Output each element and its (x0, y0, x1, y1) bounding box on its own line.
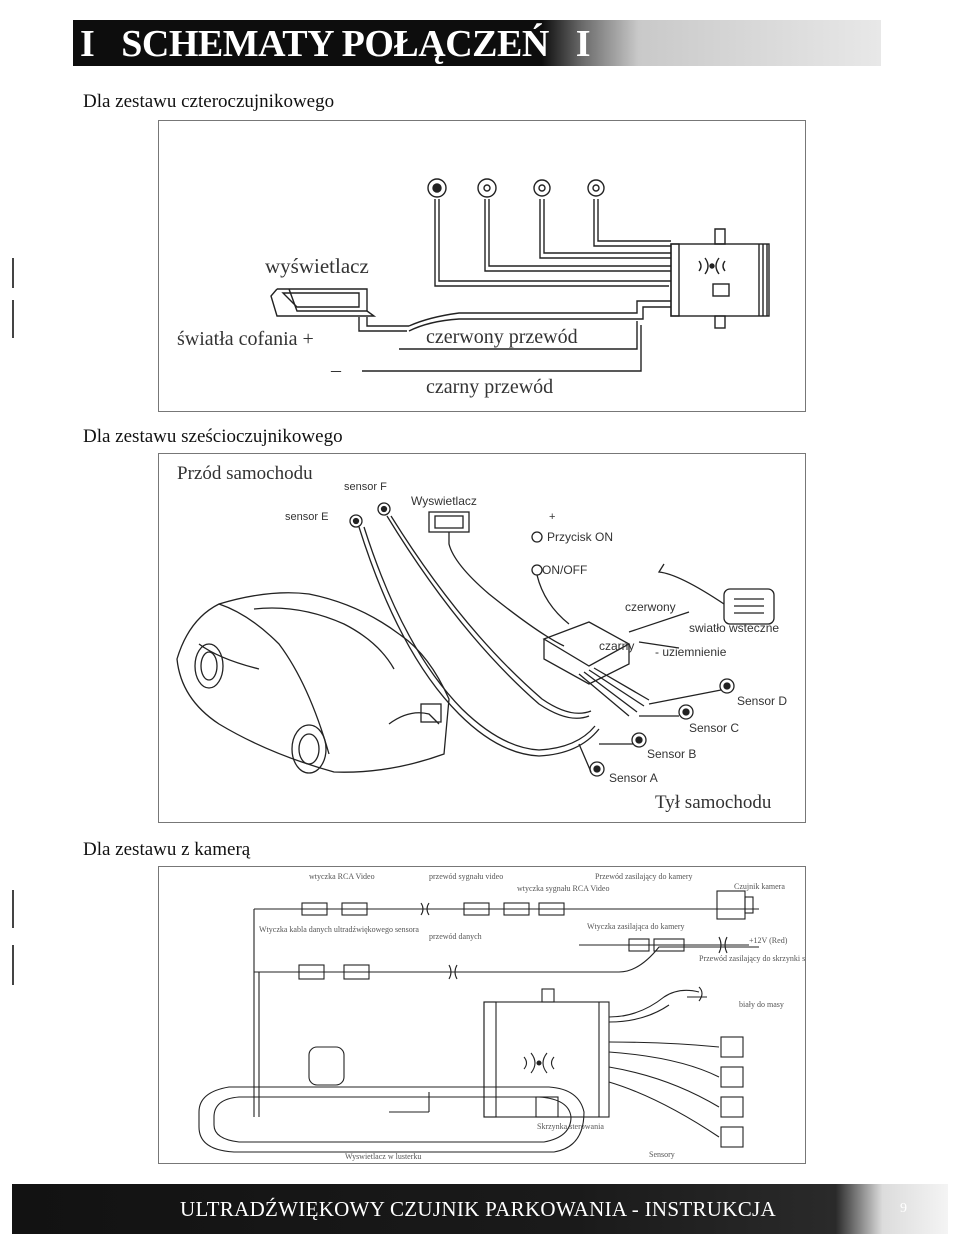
reverse-light-label: swiatło wsteczne (689, 621, 779, 635)
white-ground-label: biały do masy (739, 1000, 784, 1009)
margin-mark (12, 300, 14, 338)
data-cable-label: przewód danych (429, 932, 482, 941)
camera-wiring-drawing: wtyczka RCA Video przewód sygnału video … (198, 872, 805, 1161)
sensor-b-label: Sensor B (647, 747, 696, 761)
camera-power-plug-label: Wtyczka zasilająca do kamery (587, 922, 685, 931)
reverse-lights-label: światła cofania + (177, 328, 314, 350)
sensor-icon (377, 502, 391, 516)
sensor-icon (349, 514, 363, 528)
camera-label: Czujnik kamera (734, 882, 785, 891)
voltage-label: +12V (Red) (749, 936, 788, 945)
display-label: Wyswietlacz (411, 494, 477, 508)
camera-icon (716, 890, 746, 920)
diagram-camera: wtyczka RCA Video przewód sygnału video … (158, 866, 806, 1164)
sensor-icon (427, 178, 447, 198)
page-title: I SCHEMATY POŁĄCZEŃ I (80, 23, 591, 65)
sensor-icon (720, 1036, 744, 1058)
mirror-display-label: Wyswietlacz w lusterku (345, 1152, 421, 1161)
page-number: 9 (900, 1201, 907, 1216)
sensor-a-label: Sensor A (609, 771, 658, 785)
sensor-icon (720, 1096, 744, 1118)
sensor-f-label: sensor F (344, 481, 387, 493)
four-sensor-wiring-drawing: wyświetlacz światła cofania + – czerwony… (177, 178, 770, 398)
section-label-six-sensor: Dla zestawu sześcioczujnikowego (83, 426, 343, 447)
sensor-icon (719, 678, 735, 694)
car-body (176, 592, 450, 773)
red-wire-label: czerwony przewód (426, 326, 578, 348)
footer-title: ULTRADŹWIĘKOWY CZUJNIK PARKOWANIA - INST… (180, 1197, 776, 1221)
margin-mark (12, 890, 14, 928)
header-bar (73, 20, 881, 66)
control-power-label: Przewód zasilający do skrzynki sterowani… (699, 954, 805, 963)
margin-mark (12, 945, 14, 985)
sensor-icon (533, 179, 551, 197)
red-wire-label: czerwony (625, 600, 676, 614)
diagram-six-sensor: Przód samochodu sensor F sensor E Wyswie… (158, 453, 806, 823)
sensor-icon (631, 732, 647, 748)
minus-label: – (330, 359, 342, 381)
sensor-icon (720, 1066, 744, 1088)
six-sensor-wiring-drawing: Przód samochodu sensor F sensor E Wyswie… (176, 463, 787, 813)
front-label: Przód samochodu (177, 463, 313, 484)
black-wire-label: czarny przewód (426, 376, 553, 398)
sensor-d-label: Sensor D (737, 694, 787, 708)
data-plug-label: Wtyczka kabla danych ultradźwiękowego se… (259, 925, 419, 934)
display-label: wyświetlacz (265, 254, 369, 278)
sensor-icon (477, 178, 497, 198)
button-icon (531, 531, 543, 543)
reverse-light (723, 588, 775, 625)
video-cable-label: przewód sygnału video (429, 872, 503, 881)
control-box (483, 1001, 610, 1118)
ground-label: - uziemnienie (655, 645, 727, 659)
margin-mark (12, 258, 14, 288)
plus-label: + (549, 511, 555, 523)
sensor-c-label: Sensor C (689, 721, 739, 735)
black-wire-label: czarny (599, 639, 634, 653)
sensors-label: Sensory (649, 1150, 675, 1159)
rca-plug-label: wtyczka RCA Video (309, 872, 375, 881)
sensor-e-label: sensor E (285, 511, 328, 523)
sensor-icon (720, 1126, 744, 1148)
footer-bar (12, 1184, 948, 1234)
rca-signal-plug-label: wtyczka sygnału RCA Video (517, 884, 609, 893)
rear-label: Tył samochodu (655, 792, 772, 813)
section-label-camera: Dla zestawu z kamerą (83, 839, 251, 860)
camera-power-cable-label: Przewód zasilający do kamery (595, 872, 693, 881)
diagram-four-sensor: wyświetlacz światła cofania + – czerwony… (158, 120, 806, 412)
on-off-label: ON/OFF (542, 563, 587, 577)
section-label-four-sensor: Dla zestawu czteroczujnikowego (83, 91, 335, 112)
sensor-icon (678, 704, 694, 720)
sensor-icon (587, 179, 605, 197)
control-box (670, 243, 770, 317)
on-button-label: Przycisk ON (547, 530, 613, 544)
mirror-display (198, 1086, 585, 1153)
control-box-label: Skrzynka sterowania (537, 1122, 604, 1131)
